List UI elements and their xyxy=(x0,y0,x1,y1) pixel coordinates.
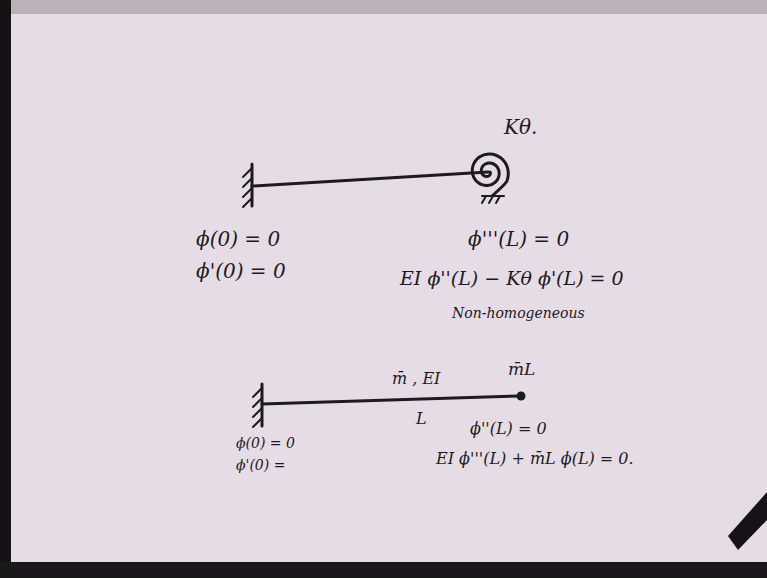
beam xyxy=(252,172,488,186)
note: Non-homogeneous xyxy=(452,306,585,321)
top-strip xyxy=(0,0,767,14)
boundary-condition: ϕ'''(L) = 0 xyxy=(468,228,569,250)
beam-property: m̄ , EI xyxy=(392,370,440,388)
boundary-condition: ϕ''(L) = 0 xyxy=(470,420,547,438)
rotational-spring xyxy=(472,154,508,196)
support-hatch xyxy=(243,168,252,207)
boundary-condition: ϕ(0) = 0 xyxy=(236,436,295,451)
tip-mass xyxy=(517,392,526,401)
length-label: L xyxy=(416,410,427,428)
ground-hatch xyxy=(482,196,500,203)
support-hatch xyxy=(253,388,262,427)
beam xyxy=(262,396,520,404)
boundary-condition: ϕ'(0) = xyxy=(236,458,285,473)
spring-stiffness: Kθ. xyxy=(504,116,537,138)
bottom-frame xyxy=(0,562,767,578)
boundary-condition: ϕ(0) = 0 xyxy=(196,228,280,250)
left-frame xyxy=(0,0,11,578)
boundary-condition: ϕ'(0) = 0 xyxy=(196,260,286,282)
boundary-condition: EI ϕ'''(L) + m̄L ϕ(L) = 0. xyxy=(436,450,634,468)
boundary-condition: EI ϕ''(L) − Kθ ϕ'(L) = 0 xyxy=(400,268,624,289)
pen xyxy=(728,492,767,550)
tip-mass-label: m̄L xyxy=(508,360,535,379)
